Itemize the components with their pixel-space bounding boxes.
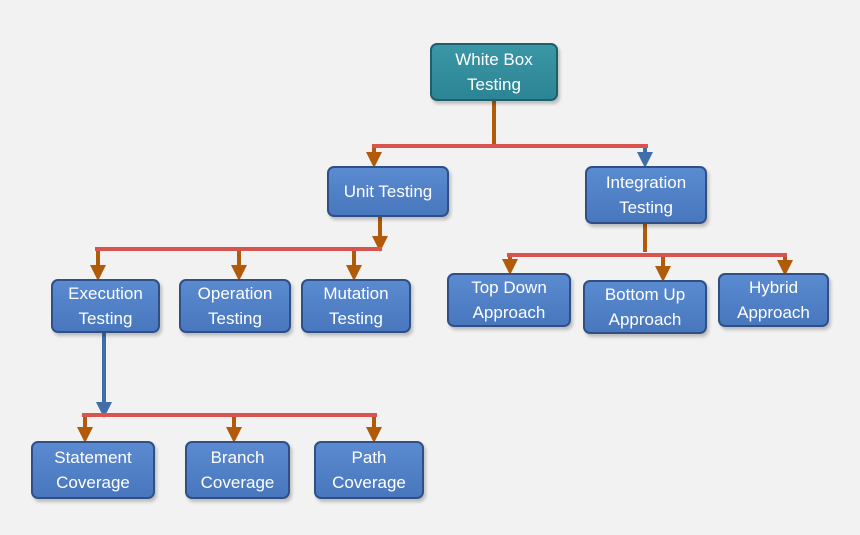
node-statement-coverage: Statement Coverage	[31, 441, 155, 499]
node-integration-testing: Integration Testing	[585, 166, 707, 224]
node-top-down-approach: Top Down Approach	[447, 273, 571, 327]
node-hybrid-approach: Hybrid Approach	[718, 273, 829, 327]
node-execution-testing: Execution Testing	[51, 279, 160, 333]
node-bottom-up-approach: Bottom Up Approach	[583, 280, 707, 334]
node-operation-testing: Operation Testing	[179, 279, 291, 333]
node-path-coverage: Path Coverage	[314, 441, 424, 499]
node-unit-testing: Unit Testing	[327, 166, 449, 217]
node-branch-coverage: Branch Coverage	[185, 441, 290, 499]
node-mutation-testing: Mutation Testing	[301, 279, 411, 333]
node-white-box-testing: White Box Testing	[430, 43, 558, 101]
